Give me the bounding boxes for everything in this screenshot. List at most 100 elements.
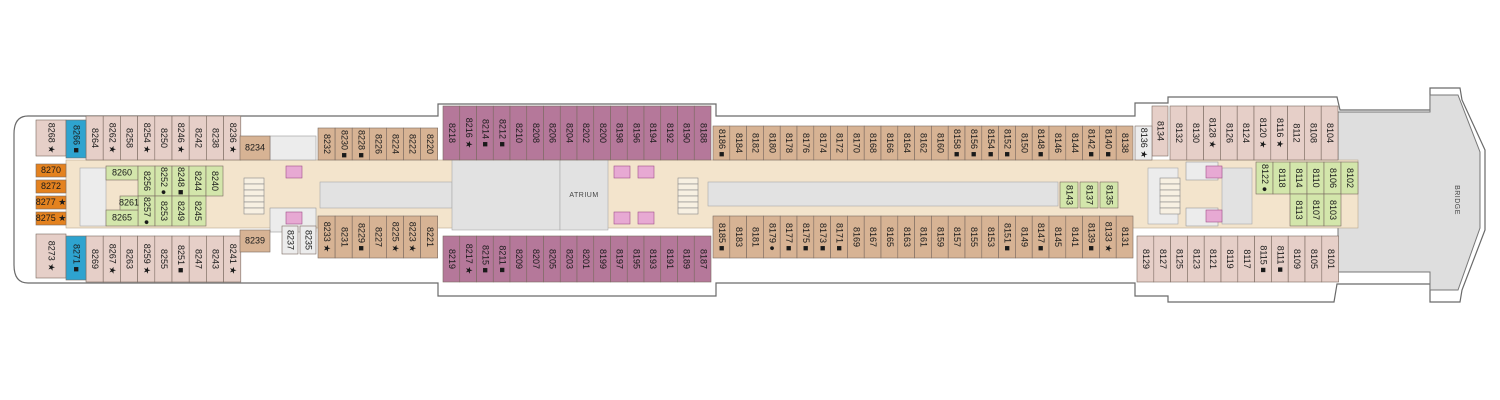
cabin[interactable]: 8192	[660, 105, 678, 161]
cabin[interactable]: 8109	[1287, 235, 1306, 283]
cabin[interactable]: 8247	[188, 235, 207, 283]
cabin[interactable]: 8232	[317, 127, 336, 161]
cabin[interactable]: 8114	[1289, 161, 1308, 195]
cabin[interactable]: 8223 ★	[403, 215, 421, 259]
cabin[interactable]: 8111 ■	[1271, 235, 1289, 283]
cabin[interactable]: 8141	[1065, 215, 1083, 259]
cabin[interactable]: 8256	[137, 165, 156, 197]
cabin[interactable]: 8266 ■	[65, 119, 87, 159]
cabin[interactable]: 8153	[981, 215, 999, 259]
cabin[interactable]: 8242	[188, 115, 207, 161]
cabin[interactable]: 8239	[239, 229, 271, 253]
cabin[interactable]: 8231	[334, 215, 353, 259]
cabin[interactable]: 8277 ★	[35, 195, 67, 210]
cabin[interactable]: 8126	[1220, 105, 1238, 161]
cabin[interactable]: 8190	[677, 105, 695, 161]
cabin[interactable]: 8161	[914, 215, 932, 259]
cabin[interactable]: 8226	[368, 127, 387, 161]
cabin[interactable]: 8132	[1169, 105, 1188, 161]
cabin[interactable]: 8257 ●	[137, 195, 156, 227]
cabin[interactable]: 8127	[1153, 235, 1171, 283]
cabin[interactable]: 8214 ■	[476, 105, 494, 161]
cabin[interactable]: 8191	[660, 235, 678, 283]
cabin[interactable]: 8241 ★	[223, 235, 242, 283]
cabin[interactable]: 8252 ●	[154, 165, 173, 197]
cabin[interactable]: 8173 ■	[813, 215, 831, 259]
cabin[interactable]: 8207	[526, 235, 544, 283]
cabin[interactable]: 8151 ■	[998, 215, 1016, 259]
cabin[interactable]: 8245	[188, 195, 207, 227]
cabin[interactable]: 8120 ★	[1253, 105, 1272, 161]
cabin[interactable]: 8182	[746, 125, 764, 161]
cabin[interactable]: 8265	[105, 209, 139, 227]
cabin[interactable]: 8169	[847, 215, 865, 259]
cabin[interactable]: 8135	[1099, 181, 1119, 209]
cabin[interactable]: 8119	[1220, 235, 1239, 283]
cabin[interactable]: 8271 ■	[65, 235, 87, 281]
cabin[interactable]: 8233 ★	[317, 215, 336, 259]
cabin[interactable]: 8273 ★	[35, 233, 67, 279]
cabin[interactable]: 8175 ■	[796, 215, 815, 259]
cabin[interactable]: 8102	[1340, 161, 1359, 195]
cabin[interactable]: 8183	[729, 215, 747, 259]
cabin[interactable]: 8179 ●	[763, 215, 781, 259]
cabin[interactable]: 8224	[386, 127, 404, 161]
cabin[interactable]: 8199	[593, 235, 611, 283]
cabin[interactable]: 8178	[779, 125, 798, 161]
cabin[interactable]: 8264	[85, 115, 104, 161]
cabin[interactable]: 8172	[830, 125, 848, 161]
cabin[interactable]: 8136 ★	[1134, 125, 1153, 161]
cabin[interactable]: 8267 ★	[102, 235, 121, 283]
cabin[interactable]: 8246 ★	[171, 115, 190, 161]
cabin[interactable]: 8254 ★	[137, 115, 156, 161]
cabin[interactable]: 8220	[420, 127, 439, 161]
cabin[interactable]: 8105	[1304, 235, 1323, 283]
cabin[interactable]: 8204	[559, 105, 578, 161]
cabin[interactable]: 8208	[526, 105, 544, 161]
cabin[interactable]: 8117	[1237, 235, 1255, 283]
cabin[interactable]: 8186 ■	[712, 125, 731, 161]
cabin[interactable]: 8148 ■	[1031, 125, 1050, 161]
cabin[interactable]: 8162	[914, 125, 932, 161]
cabin[interactable]: 8237	[281, 225, 299, 255]
cabin[interactable]: 8124	[1236, 105, 1255, 161]
cabin[interactable]: 8130	[1186, 105, 1204, 161]
cabin[interactable]: 8164	[897, 125, 915, 161]
cabin[interactable]: 8201	[576, 235, 595, 283]
cabin[interactable]: 8176	[796, 125, 815, 161]
cabin[interactable]: 8221	[420, 215, 439, 259]
cabin[interactable]: 8184	[729, 125, 747, 161]
cabin[interactable]: 8217 ★	[459, 235, 477, 283]
cabin[interactable]: 8118	[1272, 161, 1291, 195]
cabin[interactable]: 8249	[171, 195, 190, 227]
cabin[interactable]: 8145	[1048, 215, 1067, 259]
cabin[interactable]: 8197	[610, 235, 628, 283]
cabin[interactable]: 8202	[576, 105, 595, 161]
cabin[interactable]: 8193	[643, 235, 662, 283]
cabin[interactable]: 8140 ■	[1099, 125, 1117, 161]
cabin[interactable]: 8263	[120, 235, 138, 283]
cabin[interactable]: 8165	[880, 215, 899, 259]
cabin[interactable]: 8236 ★	[223, 115, 242, 161]
cabin[interactable]: 8235	[299, 225, 317, 255]
cabin[interactable]: 8116 ★	[1270, 105, 1288, 161]
cabin[interactable]: 8200	[593, 105, 611, 161]
cabin[interactable]: 8260	[105, 165, 139, 181]
cabin[interactable]: 8149	[1015, 215, 1033, 259]
cabin[interactable]: 8227	[368, 215, 387, 259]
cabin[interactable]: 8115 ■	[1254, 235, 1272, 283]
cabin[interactable]: 8180	[763, 125, 781, 161]
cabin[interactable]: 8262 ★	[102, 115, 121, 161]
cabin[interactable]: 8104	[1320, 105, 1339, 161]
cabin[interactable]: 8243	[206, 235, 224, 283]
cabin[interactable]: 8195	[626, 235, 645, 283]
cabin[interactable]: 8189	[677, 235, 695, 283]
cabin[interactable]: 8110	[1306, 161, 1325, 195]
cabin[interactable]: 8228 ■	[351, 127, 370, 161]
cabin[interactable]: 8219	[442, 235, 461, 283]
cabin[interactable]: 8258	[120, 115, 138, 161]
cabin[interactable]: 8147 ■	[1031, 215, 1050, 259]
cabin[interactable]: 8133 ★	[1099, 215, 1117, 259]
cabin[interactable]: 8159	[931, 215, 949, 259]
cabin[interactable]: 8272	[35, 179, 67, 194]
